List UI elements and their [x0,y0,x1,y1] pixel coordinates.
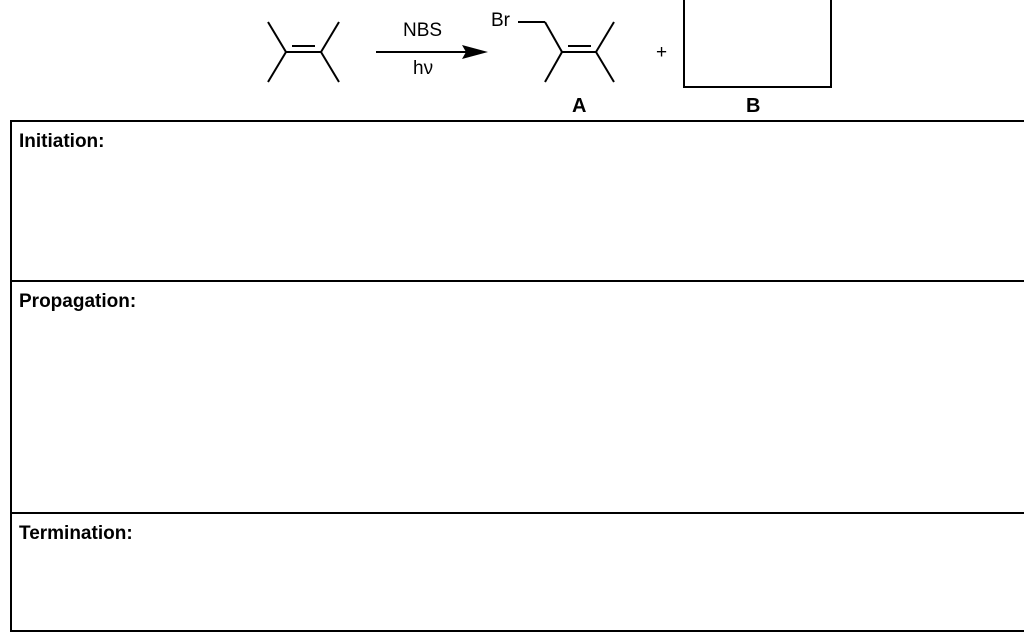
reagent-light: hν [413,58,434,79]
bromine-label: Br [491,10,510,31]
initiation-section: Initiation: [10,120,1024,282]
product-a-label: A [572,95,587,117]
propagation-section: Propagation: [10,280,1024,514]
initiation-title: Initiation: [19,131,105,152]
termination-title: Termination: [19,523,133,544]
plus-sign: + [656,42,668,63]
reagent-nbs: NBS [403,20,443,41]
termination-section: Termination: [10,512,1024,632]
reaction-scheme [267,0,832,88]
product-b-label: B [746,95,761,117]
product-b-answer-box [683,0,832,88]
reactant-alkene [267,21,340,83]
propagation-title: Propagation: [19,291,137,312]
product-a-structure [518,21,615,83]
reaction-arrow [376,45,488,59]
